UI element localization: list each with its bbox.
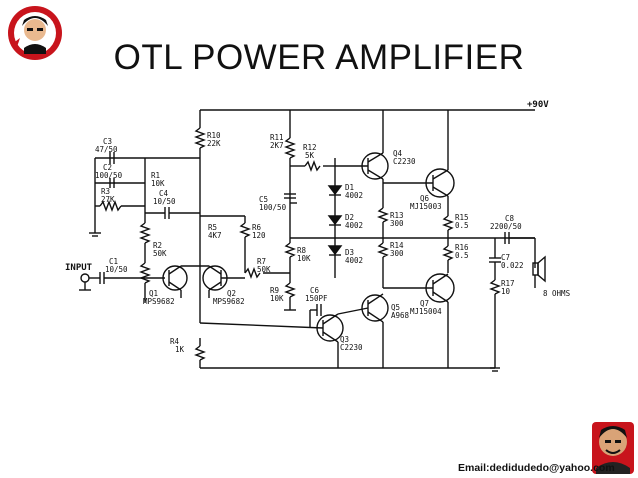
c2-label: C2: [103, 163, 112, 172]
logo-icon: [8, 6, 62, 60]
r13-label: R13: [390, 211, 404, 220]
d2-label: D2: [345, 213, 354, 222]
portrait-logo-icon: [592, 422, 634, 474]
d3-label: D3: [345, 248, 354, 257]
r3-label: R3: [101, 187, 110, 196]
c3-label: C3: [103, 137, 112, 146]
r4-value: 1K: [175, 345, 185, 354]
r8-label: R8: [297, 246, 307, 255]
c4-value: 10/50: [153, 197, 176, 206]
r16-value: 0.5: [455, 251, 469, 260]
c6-value: 150PF: [305, 294, 328, 303]
d3-value: 4002: [345, 256, 363, 265]
page-title: OTL POWER AMPLIFIER: [113, 38, 525, 77]
q7-label: Q7: [420, 299, 429, 308]
c2-value: 100/50: [95, 171, 123, 180]
q1-label: Q1: [149, 289, 158, 298]
r8-value: 10K: [297, 254, 311, 263]
c8-label: C8: [505, 214, 515, 223]
c7-label: C7: [501, 253, 510, 262]
c3-value: 47/50: [95, 145, 118, 154]
r6-label: R6: [252, 223, 262, 232]
q2-value: MPS9682: [213, 297, 245, 306]
r14-label: R14: [390, 241, 404, 250]
q4-value: C2230: [393, 157, 416, 166]
r14-value: 300: [390, 249, 404, 258]
r7-label: R7: [257, 257, 266, 266]
q6-label: Q6: [420, 194, 430, 203]
r12-label: R12: [303, 143, 317, 152]
r17-label: R17: [501, 279, 515, 288]
c7-value: 0.022: [501, 261, 524, 270]
r16-label: R16: [455, 243, 469, 252]
r4-label: R4: [170, 337, 180, 346]
amplifier-schematic: +90V INPUT 8 OHMS R10 22K R11 2K7 R12 5K…: [65, 100, 570, 372]
r15-value: 0.5: [455, 221, 469, 230]
d1-label: D1: [345, 183, 354, 192]
d2-value: 4002: [345, 221, 363, 230]
q4-label: Q4: [393, 149, 403, 158]
r11-value: 2K7: [270, 141, 284, 150]
supply-label: +90V: [527, 100, 549, 110]
r9-value: 10K: [270, 294, 284, 303]
c1-value: 10/50: [105, 265, 128, 274]
q3-value: C2230: [340, 343, 363, 352]
r10-label: R10: [207, 131, 221, 140]
input-label: INPUT: [65, 263, 93, 273]
q3-label: Q3: [340, 335, 349, 344]
email-footer: Email:dedidudedo@yahoo.com: [458, 462, 615, 474]
r17-value: 10: [501, 287, 511, 296]
r10-value: 22K: [207, 139, 221, 148]
r5-label: R5: [208, 223, 217, 232]
q5-label: Q5: [391, 303, 400, 312]
r3-value: 27K: [101, 195, 115, 204]
r2-label: R2: [153, 241, 162, 250]
r5-value: 4K7: [208, 231, 222, 240]
q7-value: MJ15004: [410, 307, 442, 316]
r11-label: R11: [270, 133, 284, 142]
c4-label: C4: [159, 189, 169, 198]
q2-label: Q2: [227, 289, 236, 298]
r15-label: R15: [455, 213, 469, 222]
speaker-label: 8 OHMS: [543, 289, 570, 298]
c8-value: 2200/50: [490, 222, 522, 231]
r12-value: 5K: [305, 151, 315, 160]
c5-value: 100/50: [259, 203, 287, 212]
q1-value: MPS9682: [143, 297, 175, 306]
d1-value: 4002: [345, 191, 363, 200]
c5-label: C5: [259, 195, 268, 204]
c1-label: C1: [109, 257, 118, 266]
r1-value: 10K: [151, 179, 165, 188]
q5-value: A968: [391, 311, 410, 320]
r2-value: 50K: [153, 249, 167, 258]
c6-label: C6: [310, 286, 320, 295]
r1-label: R1: [151, 171, 160, 180]
r6-value: 120: [252, 231, 266, 240]
r9-label: R9: [270, 286, 279, 295]
r7-value: 50K: [257, 265, 271, 274]
q6-value: MJ15003: [410, 202, 442, 211]
r13-value: 300: [390, 219, 404, 228]
